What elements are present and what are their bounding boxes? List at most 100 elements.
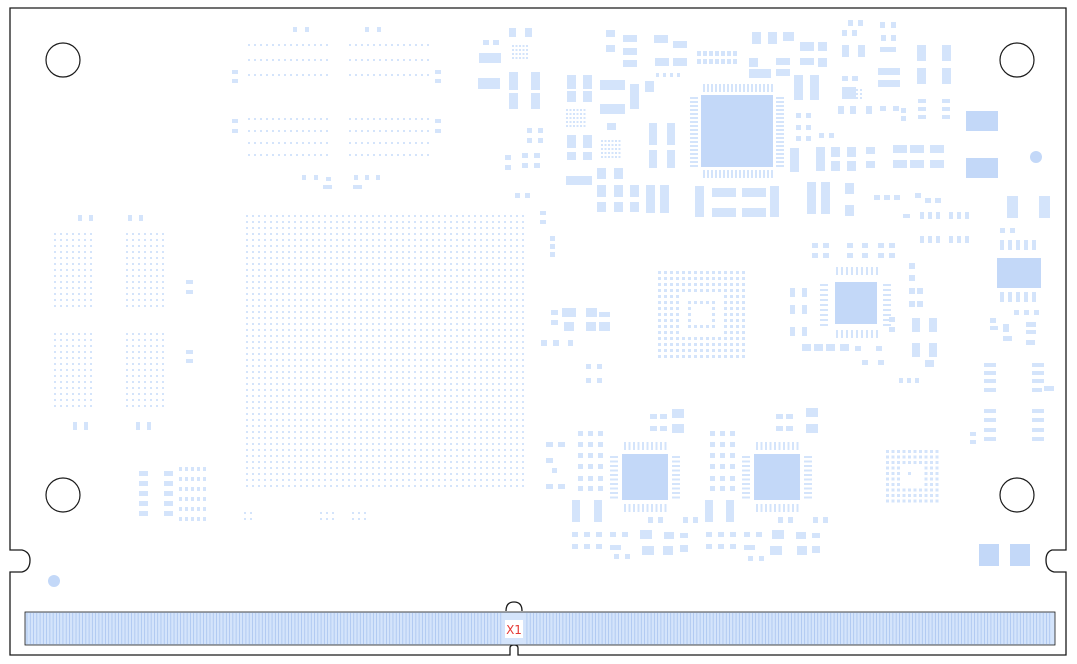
soc-bga-ball: [498, 479, 500, 481]
passive-pad: [594, 500, 602, 522]
soc-bga-ball: [462, 263, 464, 265]
soc-bga-ball: [336, 473, 338, 475]
resistor: [139, 491, 148, 496]
soc-bga-ball: [294, 467, 296, 469]
bga-ball: [90, 405, 92, 407]
soc-bga-ball: [324, 245, 326, 247]
bga-ball: [421, 118, 423, 120]
via: [512, 49, 514, 51]
soc-bga-ball: [504, 257, 506, 259]
qfp-pin: [711, 170, 713, 178]
via: [601, 140, 603, 142]
passive-pad: [1003, 324, 1009, 332]
soc-bga-ball: [264, 461, 266, 463]
soc-bga-ball: [384, 227, 386, 229]
soc-bga-ball: [402, 215, 404, 217]
soc-bga-ball: [270, 443, 272, 445]
soc-bga-ball: [258, 227, 260, 229]
soc-bga-ball: [438, 341, 440, 343]
bga-ball: [409, 74, 411, 76]
soc-bga-ball: [282, 419, 284, 421]
soc-bga-ball: [312, 383, 314, 385]
soc-bga-ball: [288, 365, 290, 367]
bga-ball: [736, 307, 739, 310]
passive-pad: [742, 188, 766, 197]
soc-bga-ball: [324, 473, 326, 475]
passive-pad: [718, 544, 724, 549]
soc-bga-ball: [510, 245, 512, 247]
soc-bga-ball: [252, 227, 254, 229]
soc-bga-ball: [390, 299, 392, 301]
soc-bga-ball: [366, 359, 368, 361]
via: [573, 117, 575, 119]
soc-bga-ball: [300, 257, 302, 259]
soc-bga-ball: [426, 317, 428, 319]
bga-ball: [66, 299, 68, 301]
soc-bga-ball: [438, 389, 440, 391]
soc-bga-ball: [504, 449, 506, 451]
qfp-pin: [776, 133, 784, 135]
soc-bga-ball: [336, 425, 338, 427]
soc-bga-ball: [258, 281, 260, 283]
soc-bga-ball: [378, 251, 380, 253]
bga-ball: [676, 337, 679, 340]
soc-bga-ball: [360, 347, 362, 349]
soc-bga-ball: [498, 233, 500, 235]
soc-bga-ball: [252, 323, 254, 325]
soc-bga-ball: [294, 329, 296, 331]
bga-ball: [908, 472, 911, 475]
soc-bga-ball: [402, 485, 404, 487]
soc-bga-ball: [252, 269, 254, 271]
soc-bga-ball: [384, 335, 386, 337]
soc-bga-ball: [354, 455, 356, 457]
soc-bga-ball: [480, 293, 482, 295]
via: [573, 109, 575, 111]
soc-bga-ball: [456, 299, 458, 301]
passive-pad: [847, 161, 856, 171]
soc-bga-ball: [498, 317, 500, 319]
soc-bga-ball: [402, 461, 404, 463]
via: [250, 512, 252, 514]
soc-bga-ball: [300, 365, 302, 367]
bga-ball: [742, 337, 745, 340]
bga-ball: [427, 44, 429, 46]
bga-ball: [902, 461, 906, 464]
bga-ball: [409, 130, 411, 132]
soc-bga-ball: [312, 371, 314, 373]
soc-bga-ball: [444, 305, 446, 307]
bga-ball: [742, 295, 745, 298]
soc-bga-ball: [408, 293, 410, 295]
soc-bga-ball: [372, 431, 374, 433]
soc-bga-ball: [354, 365, 356, 367]
soc-bga-ball: [252, 449, 254, 451]
bga-ball: [290, 44, 292, 46]
soc-bga-ball: [342, 449, 344, 451]
soc-bga-ball: [270, 275, 272, 277]
soc-bga-ball: [444, 329, 446, 331]
soc-bga-ball: [516, 311, 518, 313]
soc-bga-ball: [420, 419, 422, 421]
soc-bga-ball: [444, 275, 446, 277]
soc-bga-ball: [402, 227, 404, 229]
bga-ball: [724, 277, 727, 280]
soc-bga-ball: [396, 395, 398, 397]
soc-bga-ball: [318, 263, 320, 265]
soc-bga-ball: [468, 263, 470, 265]
soc-bga-ball: [360, 335, 362, 337]
qfn-pin: [646, 504, 649, 512]
soc-bga-ball: [330, 407, 332, 409]
bga-ball: [90, 239, 92, 241]
soc-bga-ball: [306, 371, 308, 373]
bga-ball: [266, 74, 268, 76]
soc-bga-ball: [396, 263, 398, 265]
qfn-pin: [876, 267, 878, 275]
passive-pad: [550, 236, 555, 241]
soc-bga-ball: [378, 401, 380, 403]
soc-bga-ball: [450, 425, 452, 427]
soc-bga-ball: [348, 275, 350, 277]
soc-bga-ball: [276, 395, 278, 397]
passive-pad: [586, 364, 591, 369]
soc-bga-ball: [414, 359, 416, 361]
soc-bga-ball: [510, 311, 512, 313]
passive-pad: [776, 414, 783, 419]
